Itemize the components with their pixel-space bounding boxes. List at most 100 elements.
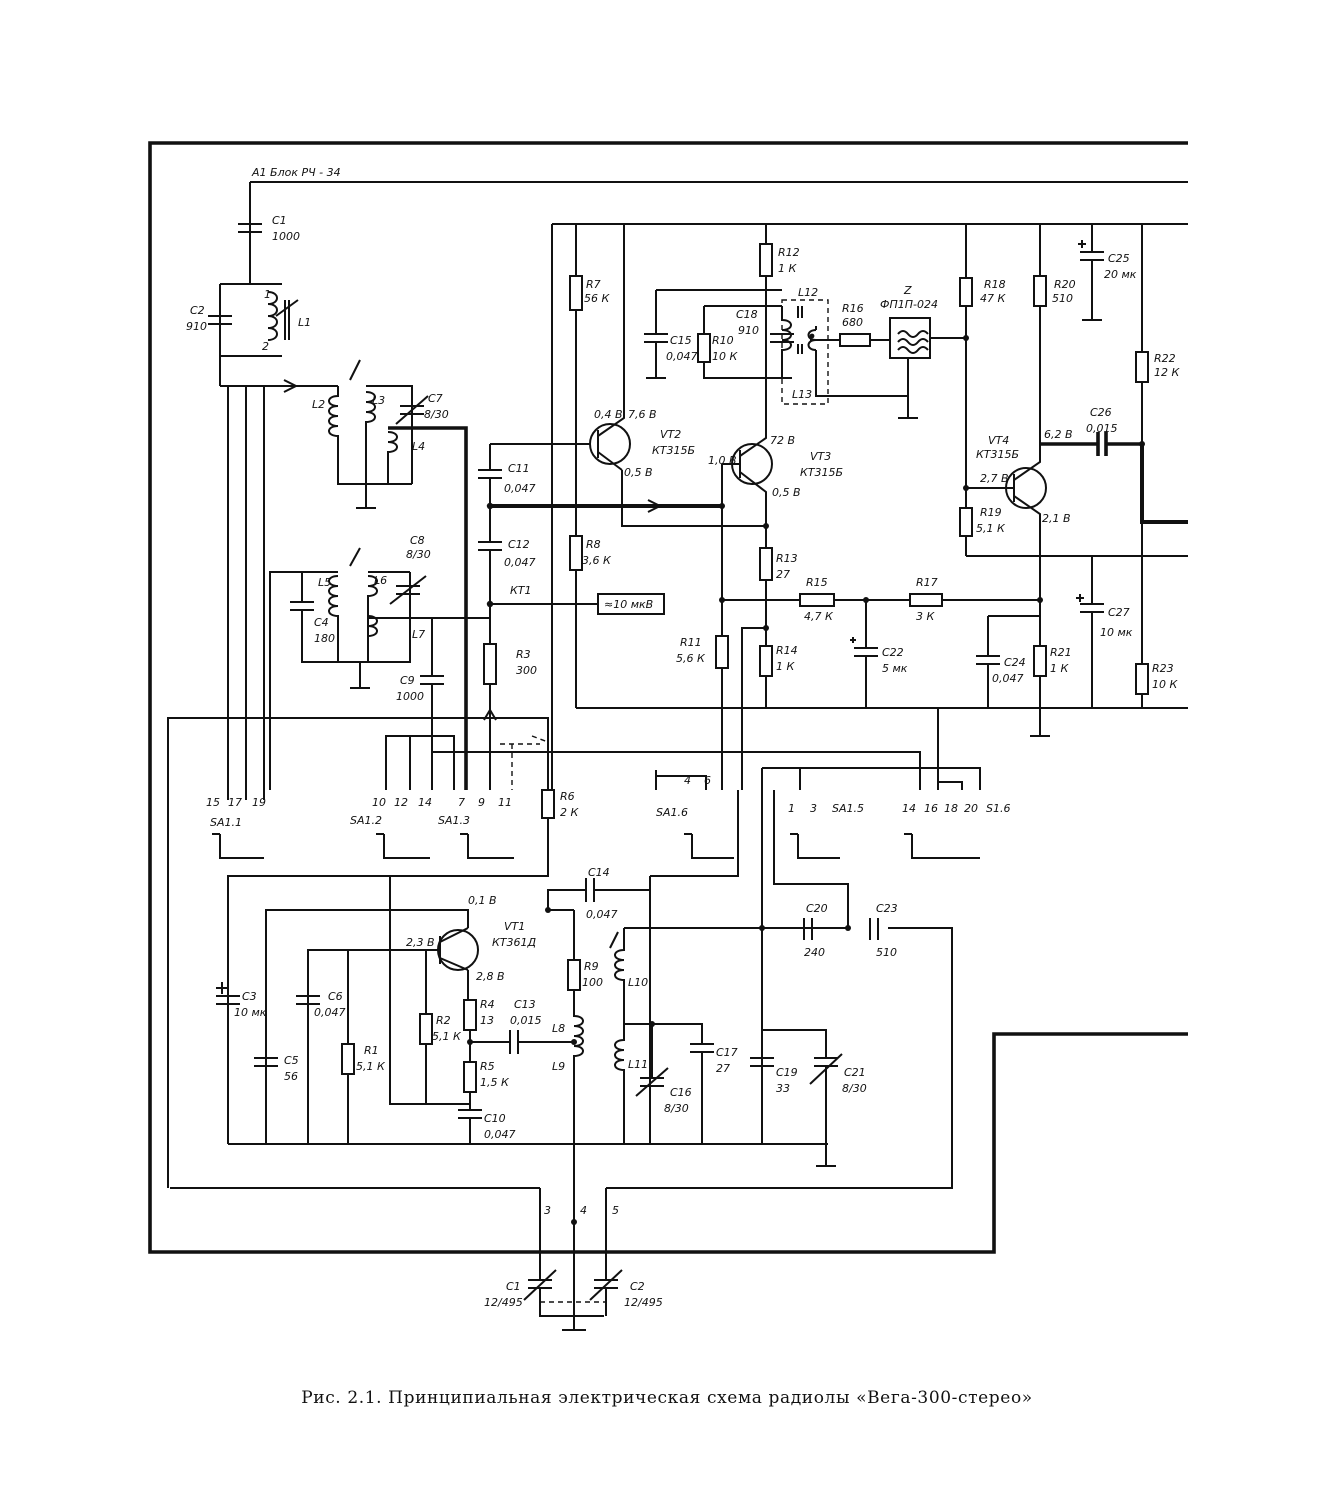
svg-text:33: 33 xyxy=(776,1082,790,1095)
svg-text:16: 16 xyxy=(924,802,938,815)
svg-text:C19: C19 xyxy=(776,1066,798,1079)
svg-text:R12: R12 xyxy=(778,246,800,259)
svg-text:0,047: 0,047 xyxy=(992,672,1024,685)
svg-text:240: 240 xyxy=(804,946,825,959)
svg-text:L9: L9 xyxy=(552,1060,565,1073)
svg-text:Z: Z xyxy=(903,284,912,297)
svg-text:C1: C1 xyxy=(506,1280,521,1293)
svg-text:5 мк: 5 мк xyxy=(882,662,908,675)
svg-text:3: 3 xyxy=(810,802,817,815)
svg-text:15: 15 xyxy=(206,796,220,809)
svg-text:0,047: 0,047 xyxy=(504,482,536,495)
svg-text:L5: L5 xyxy=(318,576,331,589)
svg-text:C24: C24 xyxy=(1004,656,1026,669)
svg-text:13: 13 xyxy=(480,1014,494,1027)
svg-text:R14: R14 xyxy=(776,644,798,657)
svg-text:L8: L8 xyxy=(552,1022,565,1035)
svg-text:0,047: 0,047 xyxy=(314,1006,346,1019)
svg-text:8/30: 8/30 xyxy=(842,1082,867,1095)
svg-text:20: 20 xyxy=(964,802,978,815)
svg-text:R10: R10 xyxy=(712,334,734,347)
svg-text:12/495: 12/495 xyxy=(624,1296,663,1309)
svg-text:R1: R1 xyxy=(364,1044,379,1057)
svg-text:ФП1П-024: ФП1П-024 xyxy=(880,298,938,311)
svg-text:C25: C25 xyxy=(1108,252,1130,265)
svg-text:C26: C26 xyxy=(1090,406,1112,419)
svg-text:L11: L11 xyxy=(628,1058,648,1071)
svg-text:300: 300 xyxy=(516,664,537,677)
svg-text:C10: C10 xyxy=(484,1112,506,1125)
vt1-oscillator xyxy=(170,876,953,1189)
input-circuit xyxy=(167,182,921,1188)
svg-text:3,6 К: 3,6 К xyxy=(582,554,612,567)
svg-text:C23: C23 xyxy=(876,902,898,915)
svg-text:S1.6: S1.6 xyxy=(986,802,1010,815)
svg-text:6,2 В: 6,2 В xyxy=(1044,428,1073,441)
svg-text:R11: R11 xyxy=(680,636,702,649)
svg-text:КТ315Б: КТ315Б xyxy=(800,466,843,479)
svg-text:VT4: VT4 xyxy=(988,434,1009,447)
svg-text:9: 9 xyxy=(478,796,485,809)
test-point-label: КТ1 xyxy=(510,584,532,597)
svg-text:C1: C1 xyxy=(272,214,287,227)
svg-text:2,3 В: 2,3 В xyxy=(406,936,435,949)
svg-text:0,5 В: 0,5 В xyxy=(772,486,801,499)
svg-text:5,1 К: 5,1 К xyxy=(976,522,1006,535)
svg-text:5,1 К: 5,1 К xyxy=(432,1030,462,1043)
svg-text:L13: L13 xyxy=(792,388,812,401)
svg-text:17: 17 xyxy=(228,796,242,809)
svg-text:C2: C2 xyxy=(190,304,205,317)
svg-text:180: 180 xyxy=(314,632,335,645)
svg-text:C21: C21 xyxy=(844,1066,866,1079)
figure-caption: Рис. 2.1. Принципиальная электрическая с… xyxy=(301,1388,1033,1408)
voltage-labels: 0,4 В 7,6 В 0,5 В 1,0 В 72 В 0,5 В 6,2 В… xyxy=(406,408,1073,983)
svg-text:VT3: VT3 xyxy=(810,450,831,463)
svg-text:C13: C13 xyxy=(514,998,536,1011)
svg-text:12 К: 12 К xyxy=(1154,366,1180,379)
svg-text:C17: C17 xyxy=(716,1046,738,1059)
tank-circuit xyxy=(609,768,879,1167)
svg-text:1000: 1000 xyxy=(272,230,300,243)
svg-text:R15: R15 xyxy=(806,576,828,589)
svg-text:0,4 В: 0,4 В xyxy=(594,408,623,421)
svg-text:18: 18 xyxy=(944,802,958,815)
svg-text:C4: C4 xyxy=(314,616,329,629)
svg-text:2,7 В: 2,7 В xyxy=(980,472,1009,485)
svg-text:0,047: 0,047 xyxy=(586,908,618,921)
svg-text:3: 3 xyxy=(544,1204,551,1217)
svg-text:910: 910 xyxy=(738,324,759,337)
svg-text:1000: 1000 xyxy=(396,690,424,703)
block-frame xyxy=(148,141,1188,1254)
vt2-base-network xyxy=(478,443,722,790)
svg-text:C16: C16 xyxy=(670,1086,692,1099)
svg-text:47 К: 47 К xyxy=(980,292,1006,305)
svg-text:2,8 В: 2,8 В xyxy=(476,970,505,983)
svg-text:1 К: 1 К xyxy=(1050,662,1069,675)
svg-text:C12: C12 xyxy=(508,538,530,551)
svg-text:R5: R5 xyxy=(480,1060,495,1073)
svg-text:C27: C27 xyxy=(1108,606,1130,619)
svg-text:0,015: 0,015 xyxy=(1086,422,1118,435)
svg-text:C9: C9 xyxy=(400,674,415,687)
svg-text:72 В: 72 В xyxy=(770,434,795,447)
svg-text:SA1.5: SA1.5 xyxy=(832,802,864,815)
svg-text:1 К: 1 К xyxy=(778,262,797,275)
svg-text:14: 14 xyxy=(418,796,432,809)
svg-text:10 мк: 10 мк xyxy=(1100,626,1133,639)
svg-text:R16: R16 xyxy=(842,302,864,315)
svg-text:4: 4 xyxy=(684,774,691,787)
svg-text:C18: C18 xyxy=(736,308,758,321)
svg-text:1,5 К: 1,5 К xyxy=(480,1076,510,1089)
svg-text:10 К: 10 К xyxy=(1152,678,1178,691)
svg-text:SA1.3: SA1.3 xyxy=(438,814,470,827)
svg-text:R4: R4 xyxy=(480,998,495,1011)
svg-text:L2: L2 xyxy=(312,398,325,411)
svg-text:L6: L6 xyxy=(374,574,387,587)
svg-text:100: 100 xyxy=(582,976,603,989)
svg-text:VT1: VT1 xyxy=(504,920,525,933)
svg-text:C20: C20 xyxy=(806,902,828,915)
svg-text:1: 1 xyxy=(788,802,795,815)
switch-labels: 15 17 19 SA1.1 10 12 14 SA1.2 7 9 11 SA1… xyxy=(206,774,1010,1217)
